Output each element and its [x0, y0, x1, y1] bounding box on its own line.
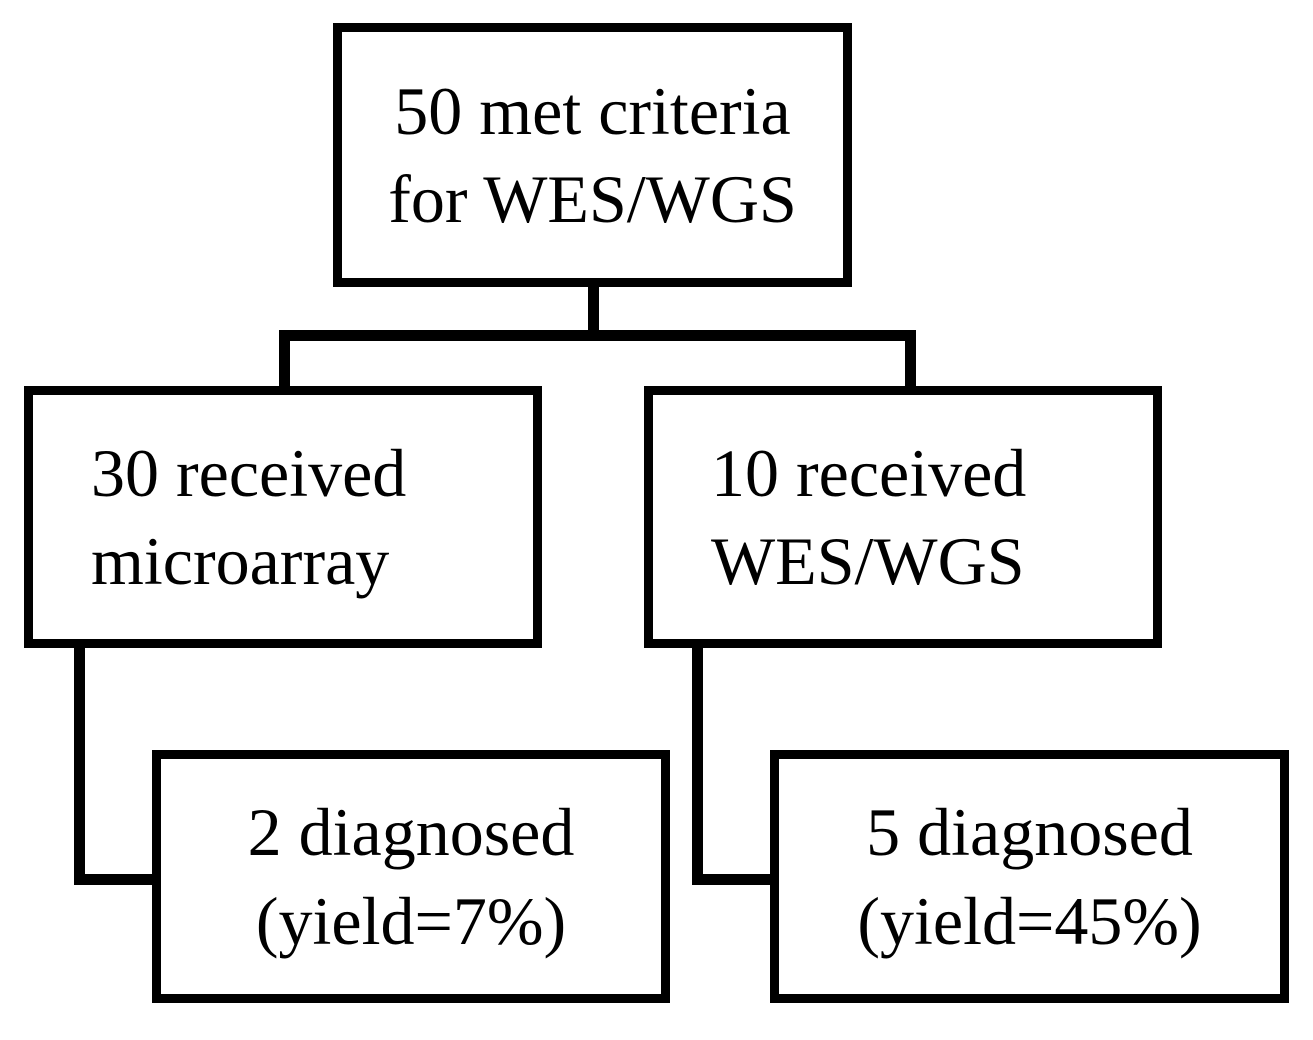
- connector-top-stem: [588, 284, 599, 336]
- connector-split-bar: [279, 330, 916, 341]
- connector-drop-to-wes-wgs: [905, 330, 916, 390]
- node-received-wes-wgs: 10 received WES/WGS: [644, 386, 1162, 648]
- node-diagnosed-microarray: 2 diagnosed (yield=7%): [152, 750, 670, 1003]
- node-received-wes-wgs-line-2: WES/WGS: [711, 523, 1025, 599]
- node-received-microarray-line-2: microarray: [91, 523, 390, 599]
- connector-microarray-to-diagnosed-horizontal: [74, 874, 164, 885]
- node-received-microarray-line-1: 30 received: [91, 434, 407, 511]
- node-diagnosed-microarray-line-2: (yield=7%): [255, 882, 567, 959]
- node-received-microarray: 30 received microarray: [24, 386, 542, 648]
- node-diagnosed-microarray-line-1: 2 diagnosed: [247, 794, 575, 871]
- node-diagnosed-wes-wgs: 5 diagnosed (yield=45%): [770, 750, 1289, 1003]
- connector-microarray-to-diagnosed-vertical: [74, 645, 85, 885]
- connector-drop-to-microarray: [279, 330, 290, 390]
- node-met-criteria: 50 met criteria for WES/WGS: [333, 23, 852, 287]
- node-received-wes-wgs-line-1: 10 received: [711, 434, 1027, 511]
- node-met-criteria-line-2: for WES/WGS: [388, 161, 797, 237]
- node-met-criteria-line-1: 50 met criteria: [394, 72, 791, 149]
- connector-wes-wgs-to-diagnosed-vertical: [692, 645, 703, 885]
- node-diagnosed-wes-wgs-line-2: (yield=45%): [857, 882, 1202, 959]
- node-diagnosed-wes-wgs-line-1: 5 diagnosed: [866, 794, 1193, 871]
- connector-wes-wgs-to-diagnosed-horizontal: [692, 874, 782, 885]
